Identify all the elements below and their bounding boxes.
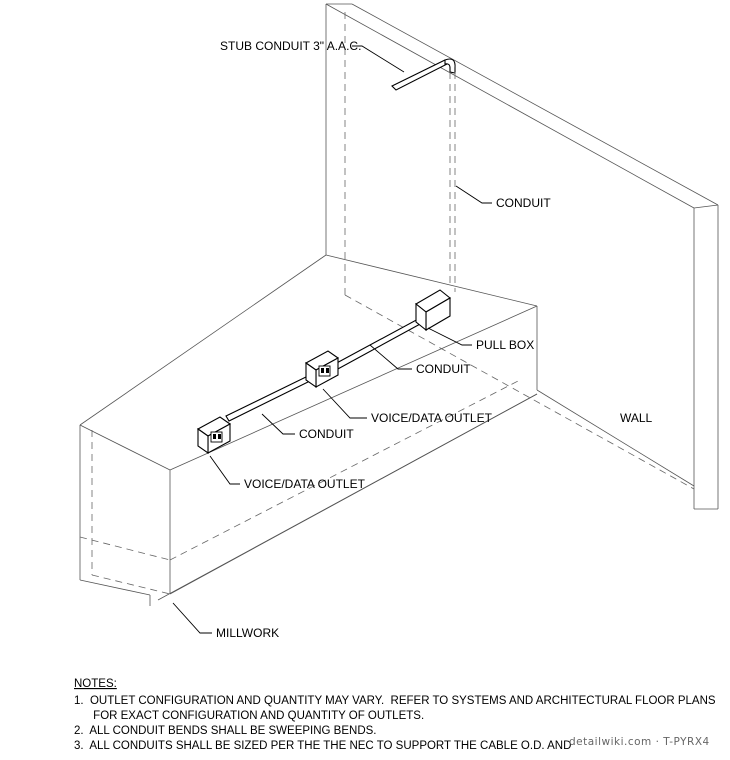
label-conduit-lower: CONDUIT <box>299 427 354 441</box>
vertical-conduit <box>449 72 456 292</box>
label-stub-conduit: STUB CONDUIT 3" A.A.C. <box>220 39 361 53</box>
notes-heading: NOTES: <box>74 678 117 690</box>
label-conduit-vertical: CONDUIT <box>496 196 551 210</box>
label-outlet-lower: VOICE/DATA OUTLET <box>244 477 366 491</box>
note-line-1: 1. OUTLET CONFIGURATION AND QUANTITY MAY… <box>74 695 716 707</box>
label-outlet-upper: VOICE/DATA OUTLET <box>371 411 493 425</box>
leader-lines <box>172 45 492 634</box>
label-conduit-upper: CONDUIT <box>416 362 471 376</box>
notes-block: NOTES: 1. OUTLET CONFIGURATION AND QUANT… <box>74 678 716 752</box>
outlet-upper <box>304 350 340 389</box>
label-millwork: MILLWORK <box>216 626 279 640</box>
label-wall: WALL <box>620 411 653 425</box>
note-line-3: 2. ALL CONDUIT BENDS SHALL BE SWEEPING B… <box>74 725 377 737</box>
note-line-4: 3. ALL CONDUITS SHALL BE SIZED PER THE T… <box>74 740 571 752</box>
wall <box>325 3 719 510</box>
note-line-2: FOR EXACT CONFIGURATION AND QUANTITY OF … <box>74 710 424 722</box>
outlet-lower <box>196 416 232 455</box>
watermark: detailwiki.com · T-PYRX4 <box>569 736 710 748</box>
stub-conduit <box>391 58 456 91</box>
pull-box <box>415 289 451 332</box>
label-pull-box: PULL BOX <box>476 338 534 352</box>
millwork <box>79 254 538 606</box>
